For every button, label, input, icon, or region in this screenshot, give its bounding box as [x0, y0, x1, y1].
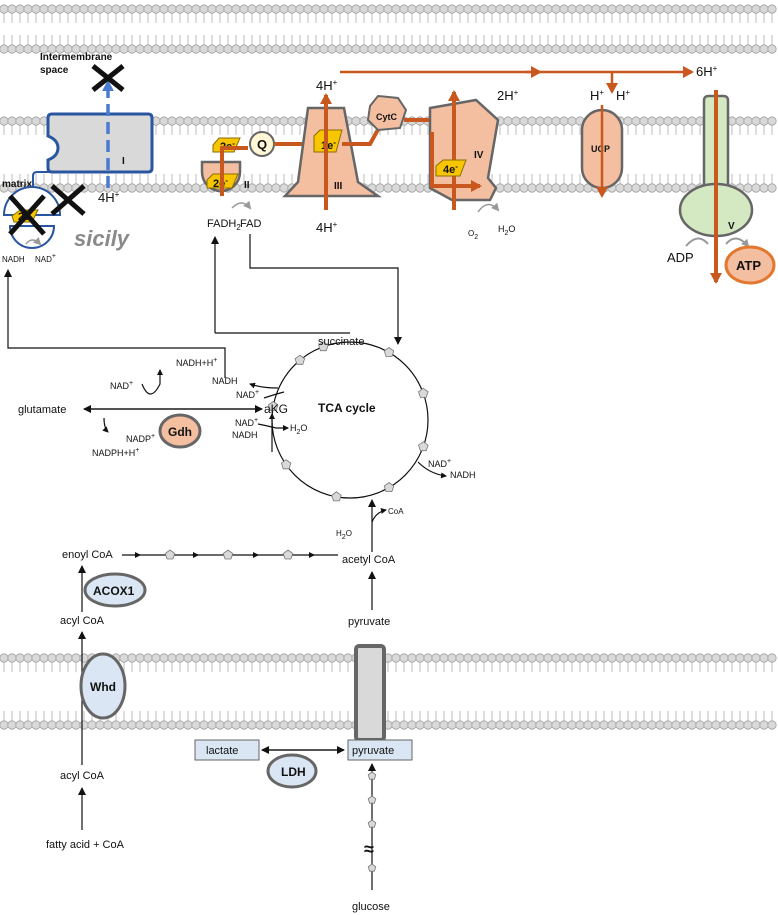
complex-iii-protons-bot: 4H+ — [316, 220, 338, 235]
ucp-proton-a: H+ — [590, 88, 604, 103]
acyl-coa-bot-label: acyl CoA — [60, 770, 105, 782]
glucose-label: glucose — [352, 901, 390, 913]
complex-iv-electrons: 4e- — [443, 162, 458, 176]
tca-intermediate-3 — [418, 441, 429, 452]
complex-iv-label: IV — [474, 150, 484, 161]
complex-iv-protons: 2H+ — [497, 88, 519, 103]
enoyl-coa-label: enoyl CoA — [62, 549, 113, 561]
ldh-label: LDH — [281, 765, 306, 779]
sicily-nadh: NADH — [2, 255, 25, 264]
glycolytic-intermediate-1 — [367, 795, 377, 804]
glycolytic-intermediate-2 — [367, 819, 377, 828]
beta-oxidation-chain — [122, 549, 338, 560]
sicily-label: sicily — [74, 226, 131, 251]
acyl-coa-top-label: acyl CoA — [60, 615, 105, 627]
tca-intermediate-8 — [294, 354, 306, 365]
fatty-acid-label: fatty acid + CoA — [46, 839, 125, 851]
ucp-label: UCP — [591, 144, 610, 154]
connector-lines — [4, 234, 402, 378]
matrix-label: matrix — [2, 179, 32, 190]
gdh-label: Gdh — [168, 425, 192, 439]
adp-label: ADP — [667, 250, 694, 265]
glycolysis-chain — [367, 763, 377, 890]
nad-2: NAD+ — [235, 417, 258, 428]
coa-label: CoA — [388, 507, 404, 516]
complex-iii-label: III — [334, 181, 343, 192]
akg-label: aKG — [264, 402, 288, 416]
complex-v-label: V — [728, 221, 735, 232]
nadh-2: NADH — [232, 430, 258, 440]
q-label: Q — [257, 137, 267, 152]
acyl-intermediate-0 — [164, 549, 176, 560]
fadh2-label: FADH2 — [207, 218, 241, 232]
nadh-h-top: NADH+H+ — [176, 357, 217, 368]
lactate-label: lactate — [206, 745, 238, 757]
sicily-nad: NAD+ — [35, 253, 56, 264]
intermembrane-label: Intermembrane — [40, 52, 113, 63]
acetyl-coa-label: acetyl CoA — [342, 554, 396, 566]
nad-3: NAD+ — [428, 458, 451, 469]
nad-1: NAD+ — [236, 389, 259, 400]
complex-iii: III 1e- 4H+ 4H+ — [282, 78, 382, 235]
sicily-complex: 2e sicily NADH NAD+ — [2, 171, 131, 264]
complex-i-protons: 4H+ — [98, 190, 120, 205]
ucp-proton-b: H+ — [616, 88, 630, 103]
complex-iii-protons-top: 4H+ — [316, 78, 338, 93]
blocked-x-icon-2 — [50, 184, 86, 216]
gdh-nadp: NADP+ — [126, 433, 155, 444]
tca-intermediate-6 — [280, 459, 292, 470]
blocked-x-icon — [91, 64, 125, 92]
glycolysis: pyruvate lactate pyruvate LDH ≈ glucose — [194, 571, 413, 913]
tca-intermediate-5 — [331, 491, 342, 502]
sicily-blocked-x-icon — [8, 194, 46, 236]
complex-iv: IV 4e- O2 H2O 2H+ — [428, 88, 519, 241]
glycolytic-intermediate-0 — [367, 771, 377, 780]
proton-flow-arrow — [340, 66, 694, 94]
gdh-nad: NAD+ — [110, 380, 133, 391]
tca-pentagons — [267, 341, 429, 502]
acyl-intermediate-1 — [222, 549, 234, 560]
tca-title: TCA cycle — [318, 401, 376, 415]
pathway-gap-icon: ≈ — [364, 839, 374, 859]
cell-membrane — [0, 653, 777, 730]
cytochrome-c: CytC — [366, 94, 434, 132]
gdh-reaction: glutamate NAD+ Gdh NADP+ NADPH+H+ — [18, 369, 263, 458]
h2o-label: H2O — [498, 224, 515, 237]
nadh-3: NADH — [450, 470, 476, 480]
h2o-2: H2O — [336, 529, 352, 541]
nadh-1: NADH — [212, 376, 238, 386]
acyl-intermediate-2 — [282, 549, 294, 560]
complex-ii: II 2e- 2e- Q FADH2 FAD — [200, 131, 308, 232]
fad-label: FAD — [240, 218, 261, 230]
complex-v-protons: 6H+ — [696, 64, 718, 79]
tca-intermediate-4 — [383, 482, 395, 493]
pyruvate-cyto-label: pyruvate — [352, 745, 394, 757]
succinate-label: succinate — [318, 336, 364, 348]
glutamate-label: glutamate — [18, 404, 66, 416]
complex-ii-label: II — [244, 180, 250, 191]
tca-intermediate-2 — [418, 387, 429, 398]
pyruvate-mito-label: pyruvate — [348, 616, 390, 628]
gdh-nadph: NADPH+H+ — [92, 447, 139, 458]
h2o-1: H2O — [290, 423, 307, 436]
tca-intermediate-1 — [383, 347, 395, 357]
complex-i-label: I — [122, 156, 125, 167]
complex-v: V 6H+ ADP ATP — [667, 64, 776, 285]
acox1-label: ACOX1 — [93, 584, 135, 598]
tca-intermediate-7 — [267, 401, 279, 411]
glycolytic-intermediate-3 — [367, 863, 377, 872]
beta-oxidation: enoyl CoA acetyl CoA ACOX1 acyl CoA Whd … — [46, 549, 396, 851]
cytc-label: CytC — [376, 112, 398, 122]
intermembrane-label-2: space — [40, 65, 69, 76]
whd-label: Whd — [90, 680, 116, 694]
tca-intermediate-0 — [318, 341, 329, 352]
complex-i: I 4H+ — [46, 64, 154, 205]
tca-cycle: TCA cycle succinate aKG NADH+H+ NADH NAD… — [176, 336, 476, 552]
ucp: UCP H+ H+ — [580, 88, 630, 198]
atp-label: ATP — [736, 258, 761, 273]
o2-label: O2 — [468, 229, 478, 241]
outer-membrane — [0, 4, 777, 54]
